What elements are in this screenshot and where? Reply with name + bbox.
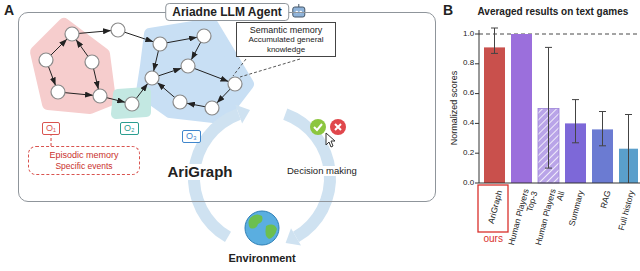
globe	[245, 211, 279, 245]
graph-node	[125, 97, 139, 111]
bar	[511, 34, 532, 183]
bar-label: RAG	[599, 189, 613, 209]
tick-label: 1.0	[463, 30, 474, 39]
continent	[249, 214, 263, 228]
reference-line	[479, 34, 640, 35]
memory-regions	[36, 24, 248, 118]
continent	[265, 225, 277, 239]
tick-label: 0.0	[463, 179, 474, 188]
cycle-arrowhead	[286, 228, 301, 245]
graph-node	[39, 53, 53, 67]
graph-node	[228, 77, 242, 91]
memory-description: Accumulated general knowledge	[241, 35, 331, 53]
episode-region	[142, 24, 248, 118]
bar-label: Full history	[617, 189, 637, 231]
cycle-arrowhead	[235, 105, 250, 124]
callout-leaders	[233, 59, 300, 77]
error-bar	[625, 115, 632, 184]
chart-title: Averaged results on text games	[478, 6, 629, 17]
robot-icon	[293, 4, 305, 17]
tick-label: 0.6	[463, 89, 474, 98]
tick-marks	[475, 34, 479, 183]
panel-letter: B	[443, 3, 453, 18]
graph-node	[65, 27, 79, 41]
bar-label: AriGraph	[487, 189, 505, 224]
check-circle	[310, 119, 326, 135]
globe-icon	[245, 211, 279, 245]
tick-label: 0.2	[463, 149, 474, 158]
graph-node	[153, 37, 167, 51]
tick-label: 0.8	[463, 59, 474, 68]
graph-node	[93, 89, 107, 103]
bar-label: Summary	[567, 189, 585, 227]
environment-label: Environment	[227, 252, 298, 264]
connector	[50, 135, 51, 146]
graph-node	[111, 23, 125, 37]
graph-nodes	[39, 23, 242, 115]
tick-label: 0.4	[463, 119, 474, 128]
agent-title: Ariadne LLM Agent	[165, 3, 289, 21]
leader-line	[240, 59, 300, 77]
leader-line	[233, 59, 246, 76]
memory-description: Specific events	[33, 161, 135, 171]
episode-region	[36, 24, 110, 108]
observation-name: O₂	[124, 123, 135, 134]
memory-name: Episodic memory	[33, 150, 135, 161]
error-bars	[491, 28, 632, 183]
module-name: AriGraph	[166, 164, 235, 181]
observation-box: O₃	[182, 130, 201, 143]
process-label: Decision making	[285, 166, 359, 176]
graph-node	[173, 95, 187, 109]
observation-box: O₂	[120, 122, 139, 135]
semantic-callout: Semantic memoryAccumulated general knowl…	[236, 22, 336, 57]
cross-circle	[330, 119, 346, 135]
graph-node	[85, 55, 99, 69]
check-mark	[314, 124, 322, 130]
memory-name: Semantic memory	[241, 25, 331, 35]
bar	[484, 47, 505, 183]
error-bar	[599, 112, 606, 146]
error-bar	[491, 28, 498, 53]
episode-region	[116, 92, 146, 114]
graph-node	[205, 101, 219, 115]
graph-node	[145, 71, 159, 85]
error-bar	[572, 100, 579, 143]
observation-box: O₁	[42, 122, 60, 135]
error-bar	[545, 47, 552, 168]
graph-node	[181, 59, 195, 73]
graph-edges	[46, 30, 235, 108]
hand-cursor	[326, 133, 335, 147]
observation-name: O₁	[46, 123, 56, 134]
panel-letter: A	[4, 3, 14, 18]
graph-node	[51, 85, 65, 99]
highlight-box	[478, 185, 508, 232]
observation-name: O₃	[186, 131, 197, 142]
annotation: ours	[484, 233, 503, 244]
decision-icon	[310, 119, 346, 147]
cross-mark	[335, 124, 341, 130]
x-axis	[479, 183, 640, 184]
y-axis	[479, 30, 480, 183]
graph-node	[197, 29, 211, 43]
episodic-region: Episodic memorySpecific events	[28, 146, 140, 175]
axis-title: Normalized scores	[450, 71, 460, 146]
